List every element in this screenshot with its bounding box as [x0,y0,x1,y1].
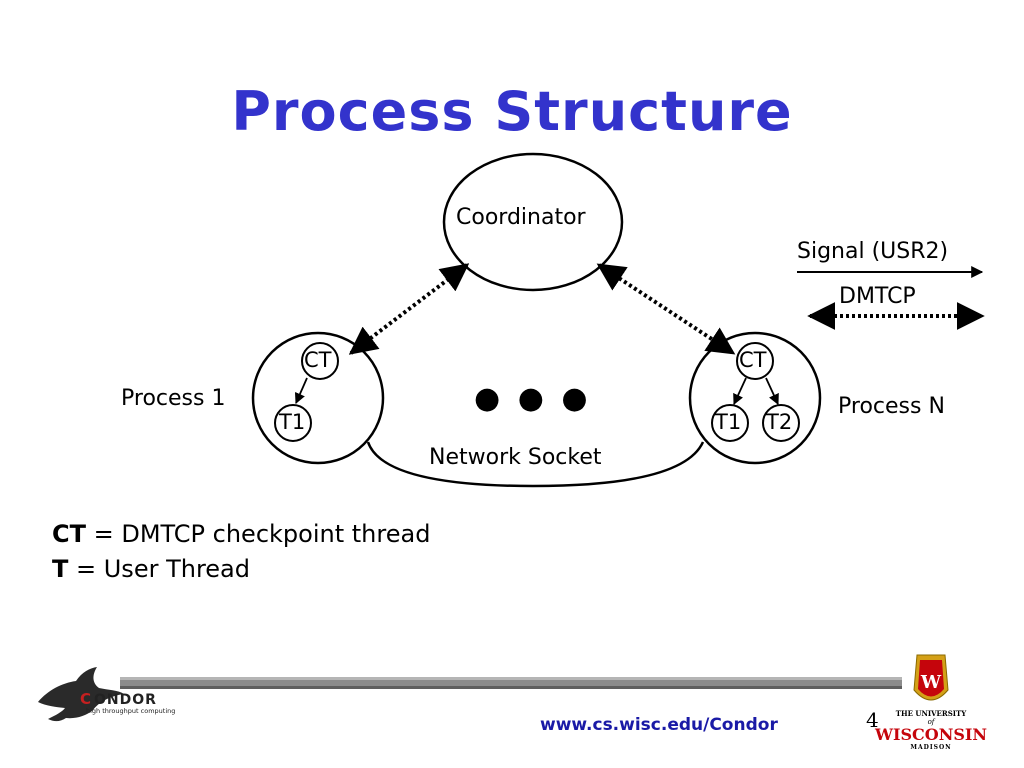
t2-thread-process-n [762,404,800,442]
wisconsin-crest-letter: W [920,672,942,693]
ct-to-t1-arrow-process-1 [294,377,308,404]
t1-label-process-n: T1 [715,410,742,434]
condor-bird-icon [38,667,124,722]
t1-thread-process-n [711,404,749,442]
t-definition: T = User Thread [52,555,250,583]
ct-definition: CT = DMTCP checkpoint thread [52,520,430,548]
condor-logo-text: ONDOR [94,692,157,708]
wisconsin-logo-line1: THE UNIVERSITY [896,709,967,718]
wisconsin-logo-line3: MADISON [910,744,951,751]
wisconsin-logo: W THE UNIVERSITY of WISCONSIN MADISON [874,654,987,751]
condor-logo: C ONDOR high throughput computing [38,667,175,722]
network-socket-label: Network Socket [429,445,602,470]
ct-to-t2-arrow-process-n [765,377,779,405]
condor-logo-tagline: high throughput computing [86,707,175,715]
t1-label-process-1: T1 [279,410,306,434]
coordinator-node [442,152,624,292]
footer-url[interactable]: www.cs.wisc.edu/Condor [540,715,778,735]
wisconsin-logo-of: of [928,718,936,726]
wisconsin-logo-line2: WISCONSIN [874,725,987,744]
network-socket-connector [366,441,705,488]
svg-text:C: C [80,690,91,708]
ct-thread-process-1 [301,342,339,380]
t1-thread-process-1 [274,404,312,442]
ct-definition-text: = DMTCP checkpoint thread [85,520,431,548]
t2-label-process-n: T2 [766,410,793,434]
ct-thread-process-n [736,342,774,380]
legend-signal-label: Signal (USR2) [797,239,949,264]
process-1-label: Process 1 [121,386,226,411]
ct-definition-term: CT [52,520,86,548]
ellipsis-dots: ● ● ● [474,381,592,416]
ct-to-t1-arrow-process-n [733,377,747,405]
coordinator-label: Coordinator [456,205,586,230]
coordinator-link-process-1 [348,263,470,355]
coordinator-link-process-n [596,263,736,355]
ct-label-process-n: CT [739,348,767,372]
t-definition-text: = User Thread [68,555,250,583]
slide-title: Process Structure [231,80,793,143]
page-number: 4 [866,708,879,732]
ct-label-process-1: CT [304,348,332,372]
legend-dmtcp-label: DMTCP [839,284,916,309]
t-definition-term: T [52,555,69,583]
process-n-label: Process N [838,394,945,419]
